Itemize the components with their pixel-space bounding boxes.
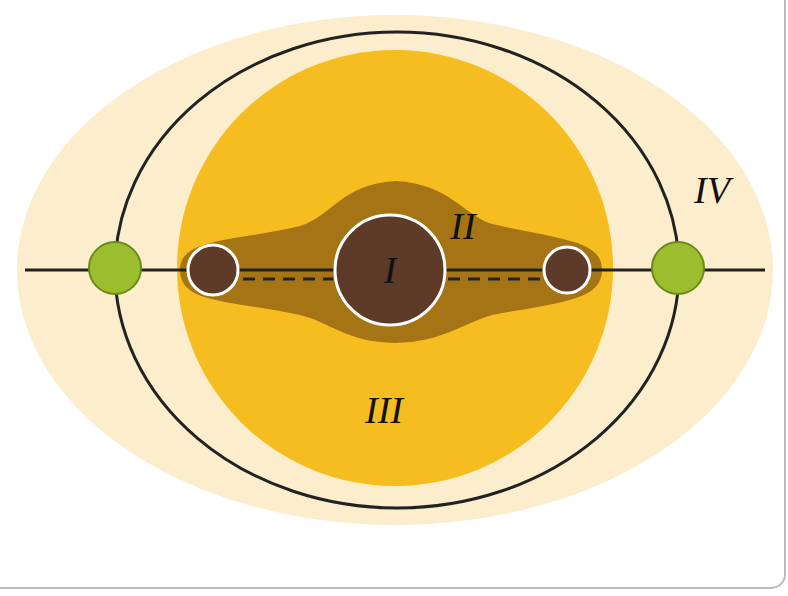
region-numeral: IV [694, 171, 730, 209]
small-body [188, 245, 238, 295]
inner-region [180, 181, 602, 343]
green-point [652, 242, 704, 294]
outer-region [17, 15, 773, 525]
body-circle [335, 215, 445, 325]
green-point [89, 242, 141, 294]
central-body: I [332, 212, 448, 328]
dashed-line [243, 278, 333, 281]
small-body [544, 247, 590, 293]
region-numeral: I [384, 251, 397, 289]
dashed-line [448, 278, 540, 281]
middle-region [177, 50, 613, 486]
region-numeral: III [365, 391, 403, 429]
region-numeral: II [450, 207, 475, 245]
